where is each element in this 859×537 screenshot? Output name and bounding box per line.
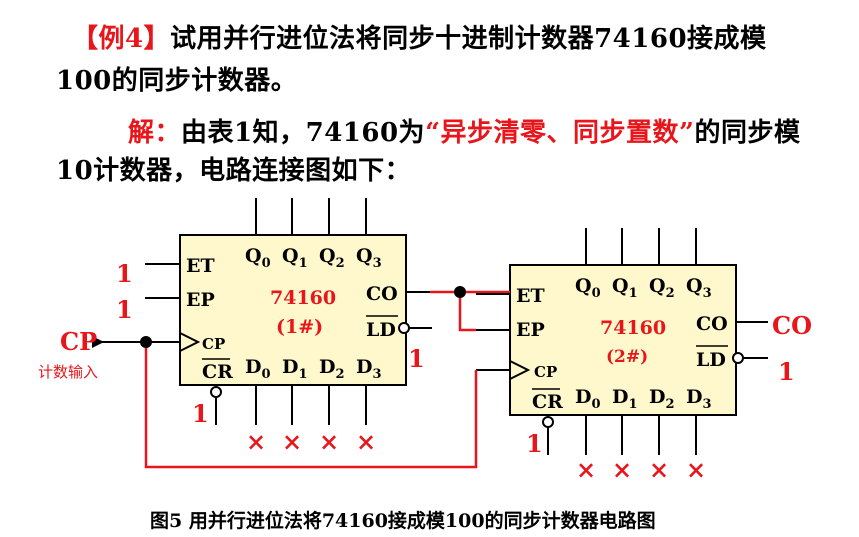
x-mark-icon: × [649,455,669,484]
chip-1-ep-label: EP [186,289,215,311]
solution-text-b: 的同步模 [694,118,801,148]
solution-quote: “异步清零、同步置数” [425,118,695,148]
co-output-label: CO [772,311,812,340]
chip-1-cr-label: CR [202,361,233,383]
x-mark-icon: × [612,455,632,484]
cp-arrow-icon [92,336,104,348]
x-mark-icon: × [282,427,302,456]
chip-1: ET EP CP CR CO LD 74160 (1#) Q0 Q1 Q2 Q3… [96,198,432,425]
cr1-value: 1 [192,399,209,428]
chip-1-q-labels: Q0 Q1 Q2 Q3 [245,245,382,271]
example-line-2: 100的同步计数器。 [56,66,298,96]
figure-caption: 图5 用并行进位法将74160接成模100的同步计数器电路图 [150,510,656,532]
chip-1-d1: D1 [282,356,308,382]
ld2-value: 1 [778,357,795,386]
x-mark-icon: × [576,455,596,484]
cp-input-label: CP [60,327,97,356]
ep1-value: 1 [116,295,133,324]
chip-2-ep-label: EP [516,319,545,341]
red-wiring [144,290,510,469]
chip-2-d-unused-marks: × × × × [576,455,706,484]
chip-1-q2: Q2 [319,245,345,271]
chip-1-ld-label: LD [366,319,396,341]
x-mark-icon: × [356,427,376,456]
chip-1-body [179,234,407,386]
chip-2: ET EP CP CR CO LD 74160 (2#) Q0 Q1 Q2 Q3… [476,228,768,455]
chip-2-body [509,264,737,416]
chip-2-co-label: CO [696,313,728,335]
solution-line-1: 解：由表1知，74160为“异步清零、同步置数”的同步模 [128,112,801,149]
chip-2-d0: D0 [575,386,601,412]
chip-1-id: (1#) [276,316,323,338]
chip-2-q-labels: Q0 Q1 Q2 Q3 [575,275,712,301]
cp-input-note: 计数输入 [38,363,98,381]
chip-1-d0: D0 [245,356,271,382]
chip-2-id: (2#) [606,347,648,367]
chip-2-d3: D3 [686,386,712,412]
chip-2-q0: Q0 [575,275,601,301]
chip-2-cp-label: CP [534,363,557,381]
chip-2-cr-label: CR [532,391,563,413]
chip-1-d3: D3 [356,356,382,382]
chip-2-d2: D2 [649,386,675,412]
chip-1-name: 74160 [270,287,336,309]
x-mark-icon: × [246,427,266,456]
chip-1-et-label: ET [186,255,215,277]
co-junction-dot [454,286,466,298]
chip-2-et-label: ET [516,285,545,307]
et1-value: 1 [116,259,133,288]
chip-1-d2: D2 [319,356,345,382]
example-text: 试用并行进位法将同步十进制计数器74160接成模 [170,24,767,54]
chip-2-q1: Q1 [612,275,638,301]
chip-1-q0: Q0 [245,245,271,271]
solution-text-a: 由表1知，74160为 [181,118,426,148]
chip-1-q3: Q3 [356,245,382,271]
chip-2-d-labels: D0 D1 D2 D3 [575,386,712,412]
x-mark-icon: × [319,427,339,456]
cr2-value: 1 [526,429,543,458]
chip-2-d1: D1 [612,386,638,412]
chip-2-q2: Q2 [649,275,675,301]
example-line-1: 【例4】试用并行进位法将同步十进制计数器74160接成模 [72,18,767,55]
solution-line-2: 10计数器，电路连接图如下： [56,156,412,186]
chip-1-cp-label: CP [202,335,225,353]
solution-label: 解： [128,118,182,148]
chip-1-d-labels: D0 D1 D2 D3 [245,356,382,382]
x-mark-icon: × [686,455,706,484]
chip-1-q1: Q1 [282,245,308,271]
chip-2-name: 74160 [600,317,666,339]
chip-2-q3: Q3 [686,275,712,301]
cp-junction-dot [140,336,152,348]
chip-2-ld-label: LD [696,349,726,371]
chip-1-d-unused-marks: × × × × [246,427,376,456]
ld1-value: 1 [408,344,425,373]
example-tag: 【例4】 [72,24,171,54]
chip-1-co-label: CO [366,283,398,305]
